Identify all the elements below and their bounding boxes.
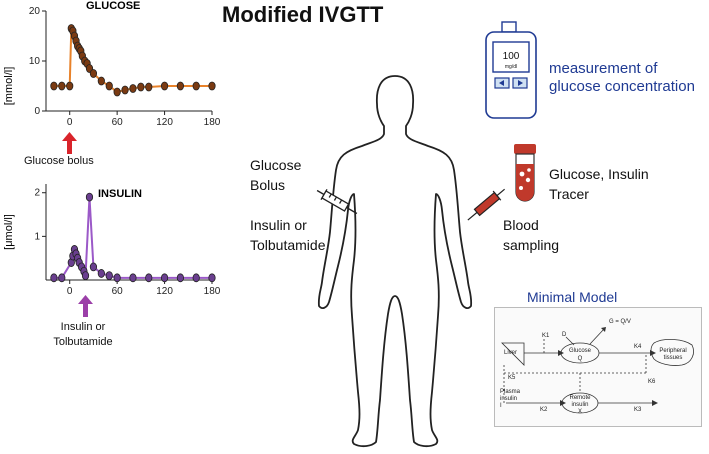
glucose-data-point — [160, 81, 169, 91]
insulin-data-point — [105, 271, 113, 281]
meter-unit: mg/dl — [505, 64, 517, 70]
glucose-meter-icon: 100 mg/dl — [485, 21, 537, 119]
insulin-annotation-line1: Insulin or — [60, 321, 106, 333]
insulin-data-point — [81, 271, 90, 281]
glucose-bolus-arrow — [62, 132, 77, 154]
glucose-x-tick-label: 60 — [112, 117, 124, 128]
mm-peripheral-line2: tissues — [664, 355, 683, 361]
insulin-data-point — [89, 262, 98, 272]
mm-plasma-line1: Plasma — [500, 389, 521, 395]
glucose-data-point — [113, 87, 121, 97]
insulin-arrow — [78, 295, 93, 317]
blood-sampling-label-line2: sampling — [503, 237, 560, 253]
mm-plasma-line3: I — [500, 403, 502, 409]
mm-remote-line2: insulin — [571, 402, 588, 408]
insulin-or-label-line2: Tolbutamide — [250, 237, 326, 253]
glucose-chart: 0 60 120 180 0 10 20 GLUCOSE [mmol/l] — [3, 0, 221, 128]
insulin-x-tick-label: 0 — [67, 286, 73, 297]
mm-k4: K4 — [634, 344, 642, 350]
blood-tube-icon — [514, 144, 536, 202]
meter-reading: 100 — [503, 51, 520, 62]
glucose-data-point — [58, 81, 66, 91]
insulin-ylabel: [μmol/l] — [3, 214, 15, 250]
insulin-series — [50, 192, 216, 283]
minimal-model-title: Minimal Model — [527, 289, 618, 305]
glucose-bolus-label-line2: Bolus — [250, 177, 286, 193]
glucose-x-tick-label: 0 — [67, 117, 73, 128]
mm-plasma-line2: insulin — [500, 396, 517, 402]
insulin-data-point — [145, 273, 153, 283]
insulin-or-label-line1: Insulin or — [250, 217, 307, 233]
glucose-data-point — [129, 84, 137, 93]
glucose-ylabel: [mmol/l] — [3, 67, 15, 106]
glucose-series — [50, 24, 216, 97]
insulin-data-point — [97, 269, 105, 278]
glucose-data-point — [105, 81, 113, 91]
insulin-data-point — [113, 273, 121, 283]
syringe-icon — [316, 188, 358, 215]
figure-title: Modified IVGTT — [222, 2, 384, 27]
mm-glucose-line2: Q — [578, 356, 583, 362]
insulin-x-tick-label: 60 — [112, 286, 124, 297]
insulin-x-tick-label: 180 — [204, 286, 221, 297]
glucose-data-point — [121, 85, 129, 95]
insulin-data-point — [85, 192, 94, 202]
glucose-data-point — [50, 81, 58, 91]
insulin-data-point — [176, 273, 184, 283]
glucose-x-tick-label: 120 — [156, 117, 173, 128]
mm-liver: Liver — [504, 350, 517, 356]
insulin-data-point — [129, 273, 137, 283]
glucose-data-point — [137, 82, 145, 92]
glucose-data-point — [145, 82, 153, 92]
glucose-axes: 0 60 120 180 0 10 20 — [29, 6, 221, 128]
insulin-chart: 0 60 120 180 1 2 INSULIN [μmol/l] — [3, 184, 221, 297]
insulin-y-tick-label: 2 — [34, 188, 40, 199]
mm-k1: K1 — [542, 333, 550, 339]
glucose-chart-title: GLUCOSE — [86, 0, 140, 12]
measurement-label-line1: measurement of — [549, 60, 658, 77]
mm-k2: K2 — [540, 407, 548, 413]
glucose-insulin-label-line1: Glucose, Insulin — [549, 166, 649, 182]
insulin-x-tick-label: 120 — [156, 286, 173, 297]
glucose-x-tick-label: 180 — [204, 117, 221, 128]
mm-k3: K3 — [634, 407, 642, 413]
mm-remote-line1: Remote — [569, 395, 591, 401]
blood-sampling-label-line1: Blood — [503, 217, 539, 233]
glucose-insulin-label-line2: Tracer — [549, 186, 589, 202]
glucose-data-point — [176, 81, 184, 91]
glucose-data-point — [208, 81, 216, 91]
mm-remote-line3: X — [578, 409, 582, 415]
insulin-chart-title: INSULIN — [98, 188, 142, 200]
mm-glucose-line1: Glucose — [569, 348, 592, 354]
mm-d: D — [562, 332, 567, 338]
minimal-model-diagram: Liver Glucose Q Peripheral tissues Remot… — [494, 307, 702, 427]
insulin-data-point — [58, 273, 66, 283]
insulin-data-point — [50, 273, 58, 283]
mm-k5: K5 — [508, 375, 516, 381]
glucose-data-point — [97, 76, 105, 86]
insulin-data-point — [192, 273, 200, 283]
blood-syringe-icon — [467, 188, 506, 221]
insulin-data-point — [160, 273, 169, 283]
glucose-data-point — [66, 81, 74, 91]
mm-peripheral-line1: Peripheral — [659, 348, 686, 354]
measurement-label-line2: glucose concentration — [549, 78, 695, 95]
human-body-outline — [317, 75, 473, 448]
glucose-y-tick-label: 10 — [29, 56, 41, 67]
insulin-annotation-line2: Tolbutamide — [53, 336, 113, 348]
insulin-y-tick-label: 1 — [34, 231, 40, 242]
glucose-data-point — [89, 69, 98, 78]
glucose-bolus-label-line1: Glucose — [250, 157, 302, 173]
mm-g-eq: G = Q/V — [609, 319, 631, 325]
glucose-bolus-annotation: Glucose bolus — [24, 155, 94, 167]
insulin-data-point — [208, 273, 216, 283]
glucose-y-tick-label: 20 — [29, 6, 41, 17]
mm-k6: K6 — [648, 379, 656, 385]
glucose-y-tick-label: 0 — [34, 106, 40, 117]
glucose-data-point — [192, 81, 200, 91]
